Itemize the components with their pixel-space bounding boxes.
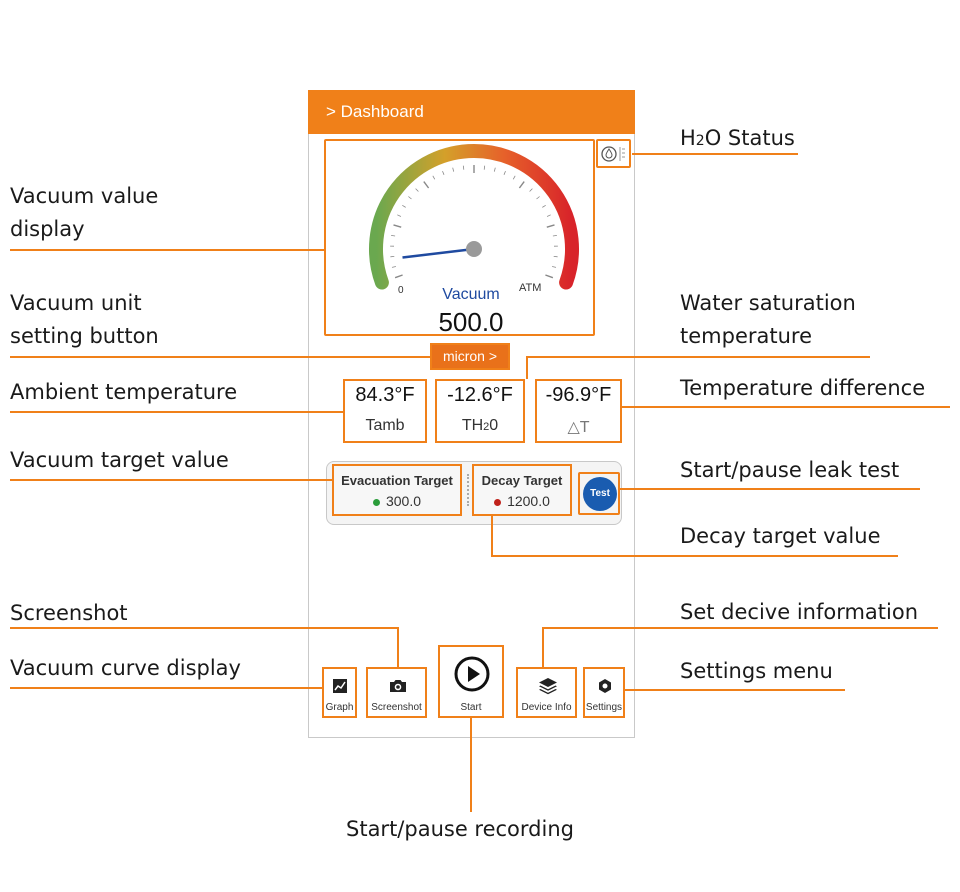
callout-curve: Vacuum curve display: [10, 656, 241, 680]
gauge-tick: [493, 167, 496, 172]
gauge-tick: [397, 214, 402, 217]
graph-button[interactable]: Graph: [322, 667, 357, 718]
camera-icon: [390, 680, 406, 692]
evacuation-target-title: Evacuation Target: [341, 473, 453, 488]
ambient-temp-value: 84.3°F: [355, 384, 415, 406]
callout-device-info: Set decive information: [680, 600, 919, 624]
gauge-tick: [546, 214, 551, 217]
screenshot-label: Screenshot: [371, 702, 422, 713]
settings-button[interactable]: Settings: [583, 667, 625, 718]
targets-divider: [467, 474, 469, 506]
gauge-max-label: ATM: [519, 282, 541, 294]
callout-h2o-status: H2O Status: [680, 126, 795, 150]
gauge-tick: [529, 188, 533, 192]
gear-icon: [599, 679, 611, 693]
leak-test-highlight: [578, 472, 620, 515]
decay-target-title: Decay Target: [481, 473, 563, 488]
callout-vacuum-display-1: Vacuum value: [10, 184, 159, 208]
gauge-needle: [402, 247, 475, 259]
gauge-tick: [512, 175, 516, 180]
gauge-tick: [503, 170, 506, 175]
callout-unit-setting-2: setting button: [10, 324, 159, 348]
gauge-tick: [452, 167, 455, 172]
gauge-tick: [432, 175, 436, 180]
gauge-tick: [394, 274, 403, 279]
ambient-temp-label: Tamb: [365, 417, 405, 434]
gauge-tick: [442, 170, 445, 175]
gauge-arc: [369, 144, 579, 290]
gauge-tick: [415, 188, 419, 192]
gauge-tick: [402, 204, 406, 208]
water-saturation-temp-box: -12.6°F TH20: [435, 379, 525, 443]
graph-label: Graph: [325, 702, 354, 713]
gauge-tick: [536, 196, 540, 200]
gauge-tick: [393, 224, 402, 228]
needle-hub: [466, 241, 482, 257]
h2o-status-highlight[interactable]: [596, 139, 631, 168]
gauge-label: Vacuum: [442, 286, 500, 303]
leak-test-button[interactable]: Test: [583, 477, 617, 511]
callout-ambient: Ambient temperature: [10, 380, 238, 404]
callout-temp-diff: Temperature difference: [680, 376, 926, 400]
callout-vacuum-target: Vacuum target value: [10, 448, 229, 472]
settings-label: Settings: [585, 702, 623, 713]
decay-target[interactable]: Decay Target 1200.0: [472, 464, 572, 516]
gauge-tick: [552, 235, 557, 237]
gauge-tick: [542, 204, 546, 208]
gauge-value: 500.0: [438, 307, 503, 334]
water-saturation-temp-label: TH20: [461, 417, 499, 434]
screenshot-button[interactable]: Screenshot: [366, 667, 427, 718]
callout-vacuum-display-2: display: [10, 217, 85, 241]
dashboard-header[interactable]: > Dashboard: [308, 90, 635, 134]
vacuum-unit-button[interactable]: micron >: [430, 343, 510, 370]
evacuation-dot-icon: [372, 498, 380, 506]
ambient-temp-box: 84.3°F Tamb: [343, 379, 427, 443]
gauge-tick: [423, 181, 430, 189]
gauge-tick: [545, 274, 554, 279]
play-icon: [454, 656, 490, 692]
gauge-tick: [391, 235, 396, 237]
evacuation-target[interactable]: Evacuation Target 300.0: [332, 464, 462, 516]
vacuum-display-highlight: [324, 139, 595, 336]
temp-difference-box: -96.9°F △T: [535, 379, 622, 443]
gauge-tick: [408, 196, 412, 200]
water-drop-icon: [601, 146, 625, 162]
gauge-tick: [483, 165, 486, 170]
callout-settings-menu: Settings menu: [680, 659, 833, 683]
gauge-tick: [552, 266, 557, 268]
water-saturation-temp-value: -12.6°F: [447, 384, 513, 406]
callout-unit-setting-1: Vacuum unit: [10, 291, 142, 315]
gauge-min-label: 0: [398, 285, 404, 296]
start-label: Start: [460, 702, 482, 713]
temp-difference-value: -96.9°F: [545, 384, 612, 406]
start-button[interactable]: Start: [438, 645, 504, 718]
evacuation-target-value: 300.0: [385, 493, 422, 509]
device-info-button[interactable]: Device Info: [516, 667, 577, 718]
device-info-label: Device Info: [521, 702, 572, 713]
graph-icon: [333, 679, 347, 693]
vacuum-gauge: 0 ATM Vacuum 500.0: [369, 144, 579, 334]
decay-target-value: 1200.0: [507, 493, 550, 509]
gauge-tick: [391, 266, 396, 268]
callout-decay-target: Decay target value: [680, 524, 881, 548]
decay-dot-icon: [494, 498, 502, 506]
gauge-ticks: [390, 165, 558, 279]
callout-water-sat-1: Water saturation: [680, 291, 856, 315]
gauge-tick: [518, 181, 525, 189]
temp-difference-label: △T: [567, 419, 590, 436]
callout-water-sat-2: temperature: [680, 324, 812, 348]
callout-leak-test: Start/pause leak test: [680, 458, 900, 482]
callout-screenshot: Screenshot: [10, 601, 128, 625]
callout-recording: Start/pause recording: [346, 817, 574, 841]
layers-icon: [539, 678, 557, 695]
gauge-tick: [462, 165, 465, 170]
gauge-tick: [546, 224, 555, 228]
